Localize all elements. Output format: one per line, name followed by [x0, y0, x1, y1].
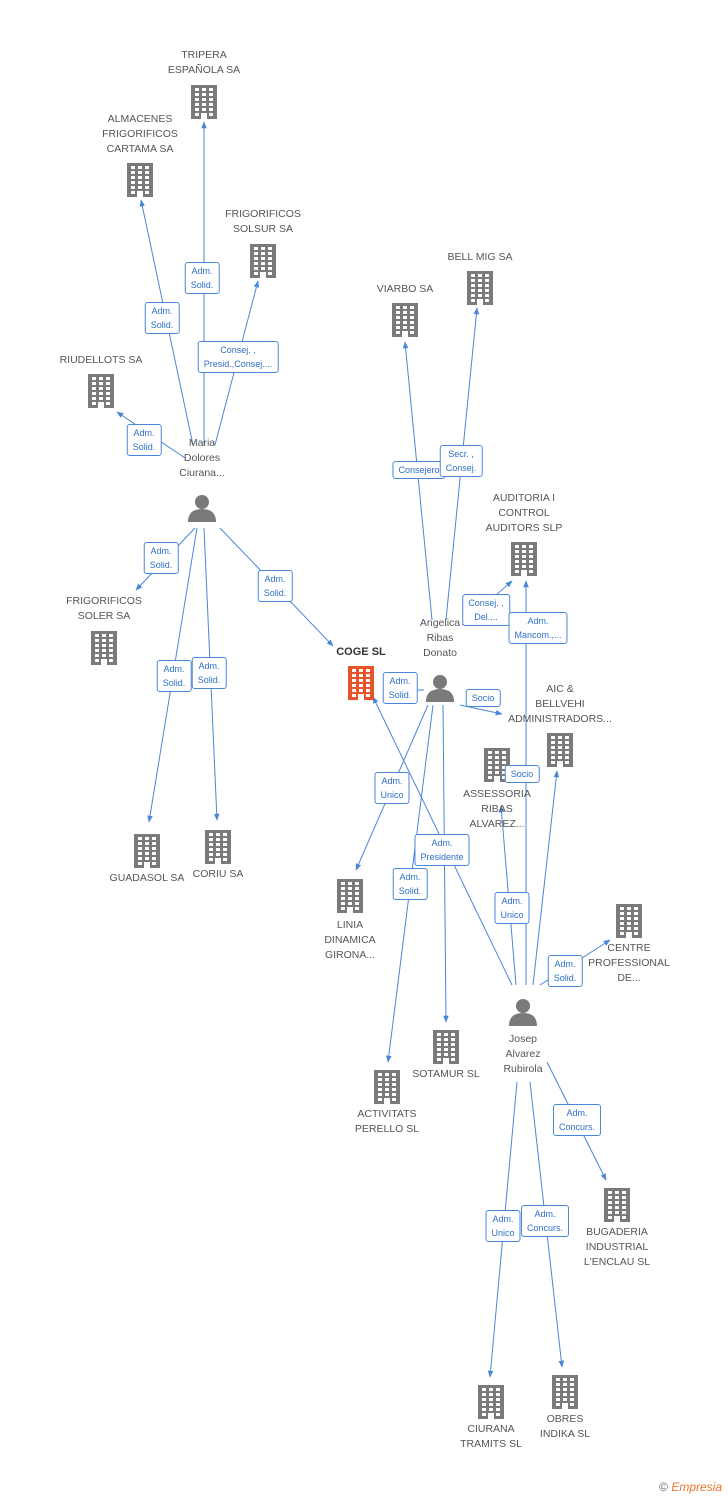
- copyright-symbol: ©: [659, 1480, 668, 1494]
- linia-building-icon[interactable]: [337, 879, 363, 913]
- edge-role-badge-angelica-aic: Socio: [465, 689, 501, 707]
- node-label-josep[interactable]: Josep Alvarez Rubirola: [503, 1033, 543, 1075]
- node-label-almacenes[interactable]: ALMACENES FRIGORIFICOS CARTAMA SA: [102, 113, 178, 155]
- edge-role-badge-angelica-sotamur: Adm. Presidente: [414, 834, 470, 866]
- node-label-riudellots[interactable]: RIUDELLOTS SA: [59, 354, 143, 366]
- coriu-building-icon[interactable]: [205, 830, 231, 864]
- node-label-maria[interactable]: Maria Dolores Ciurana...: [179, 437, 225, 479]
- edge-role-badge-angelica-coge: Adm. Solid.: [382, 672, 418, 704]
- frigo_soler-building-icon[interactable]: [91, 631, 117, 665]
- coge-building-icon[interactable]: [348, 666, 374, 700]
- node-label-centre[interactable]: CENTRE PROFESSIONAL DE...: [588, 942, 670, 984]
- edge-role-badge-maria-coriu: Adm. Solid.: [191, 657, 227, 689]
- almacenes-building-icon[interactable]: [127, 163, 153, 197]
- viarbo-building-icon[interactable]: [392, 303, 418, 337]
- node-label-linia[interactable]: LINIA DINAMICA GIRONA...: [324, 919, 376, 961]
- node-label-angelica[interactable]: Angelica Ribas Donato: [419, 617, 461, 659]
- node-label-aic[interactable]: AIC & BELLVEHI ADMINISTRADORS...: [508, 683, 612, 725]
- edge-role-badge-josep-bugaderia: Adm. Concurs.: [552, 1104, 602, 1136]
- edge-role-badge-maria-guadasol: Adm. Solid.: [156, 660, 192, 692]
- node-label-assessoria[interactable]: ASSESSORIA RIBAS ALVAREZ...: [463, 788, 531, 830]
- node-label-obres[interactable]: OBRES INDIKA SL: [539, 1413, 591, 1440]
- tripera-building-icon[interactable]: [191, 85, 217, 119]
- edge-role-badge-angelica-bellmig: Secr. , Consej.: [439, 445, 483, 477]
- node-label-coge[interactable]: COGE SL: [336, 646, 386, 658]
- edges-layer: [116, 121, 611, 1378]
- ciurana_tramits-building-icon[interactable]: [478, 1385, 504, 1419]
- obres-building-icon[interactable]: [552, 1375, 578, 1409]
- angelica-person-icon[interactable]: [426, 675, 454, 702]
- node-label-frigo_solsur[interactable]: FRIGORIFICOS SOLSUR SA: [225, 208, 301, 235]
- auditoria-building-icon[interactable]: [511, 542, 537, 576]
- aic-building-icon[interactable]: [547, 733, 573, 767]
- node-label-viarbo[interactable]: VIARBO SA: [376, 283, 434, 295]
- edge-role-badge-josep-auditoria: Adm. Mancom.,...: [508, 612, 568, 644]
- sotamur-building-icon[interactable]: [433, 1030, 459, 1064]
- edge-role-badge-josep-obres: Adm. Concurs.: [520, 1205, 570, 1237]
- bugaderia-building-icon[interactable]: [604, 1188, 630, 1222]
- node-label-auditoria[interactable]: AUDITORIA I CONTROL AUDITORS SLP: [485, 492, 563, 534]
- edge-role-badge-josep-ciurana_tramits: Adm. Unico: [485, 1210, 521, 1242]
- frigo_solsur-building-icon[interactable]: [250, 244, 276, 278]
- node-label-coriu[interactable]: CORIU SA: [192, 868, 244, 880]
- edge-role-badge-angelica-viarbo: Consejero: [392, 461, 446, 479]
- edge-role-badge-angelica-activitats: Adm. Solid.: [392, 868, 428, 900]
- edge-role-badge-maria-tripera: Adm. Solid.: [184, 262, 220, 294]
- edge-josep-aic: [532, 770, 560, 986]
- node-label-tripera[interactable]: TRIPERA ESPAÑOLA SA: [167, 49, 241, 76]
- riudellots-building-icon[interactable]: [88, 374, 114, 408]
- edge-role-badge-angelica-auditoria: Consej. , Del....: [462, 594, 510, 626]
- footer: © Empresia: [659, 1480, 722, 1494]
- edge-angelica-viarbo: [402, 341, 433, 621]
- node-label-bugaderia[interactable]: BUGADERIA INDUSTRIAL L'ENCLAU SL: [583, 1226, 651, 1268]
- node-label-guadasol[interactable]: GUADASOL SA: [109, 872, 185, 884]
- maria-person-icon[interactable]: [188, 495, 216, 522]
- bellmig-building-icon[interactable]: [467, 271, 493, 305]
- edge-role-badge-maria-frigo_soler: Adm. Solid.: [143, 542, 179, 574]
- edge-role-badge-maria-frigo_solsur: Consej. , Presid.,Consej....: [197, 341, 279, 373]
- edge-role-badge-maria-riudellots: Adm. Solid.: [126, 424, 162, 456]
- josep-person-icon[interactable]: [509, 999, 537, 1026]
- node-label-bellmig[interactable]: BELL MIG SA: [447, 251, 513, 263]
- node-label-sotamur[interactable]: SOTAMUR SL: [412, 1068, 480, 1080]
- node-label-frigo_soler[interactable]: FRIGORIFICOS SOLER SA: [66, 595, 142, 622]
- centre-building-icon[interactable]: [616, 904, 642, 938]
- guadasol-building-icon[interactable]: [134, 834, 160, 868]
- edge-role-badge-josep-assessoria: Adm. Unico: [494, 892, 530, 924]
- edge-role-badge-josep-aic: Socio: [504, 765, 540, 783]
- edge-role-badge-maria-coge: Adm. Solid.: [257, 570, 293, 602]
- activitats-building-icon[interactable]: [374, 1070, 400, 1104]
- edge-role-badge-angelica-linia: Adm. Unico: [374, 772, 410, 804]
- node-label-activitats[interactable]: ACTIVITATS PERELLO SL: [354, 1108, 420, 1135]
- node-label-ciurana_tramits[interactable]: CIURANA TRAMITS SL: [460, 1423, 522, 1450]
- edge-role-badge-maria-almacenes: Adm. Solid.: [144, 302, 180, 334]
- brand-logo[interactable]: Empresia: [671, 1480, 722, 1494]
- edge-role-badge-josep-centre: Adm. Solid.: [547, 955, 583, 987]
